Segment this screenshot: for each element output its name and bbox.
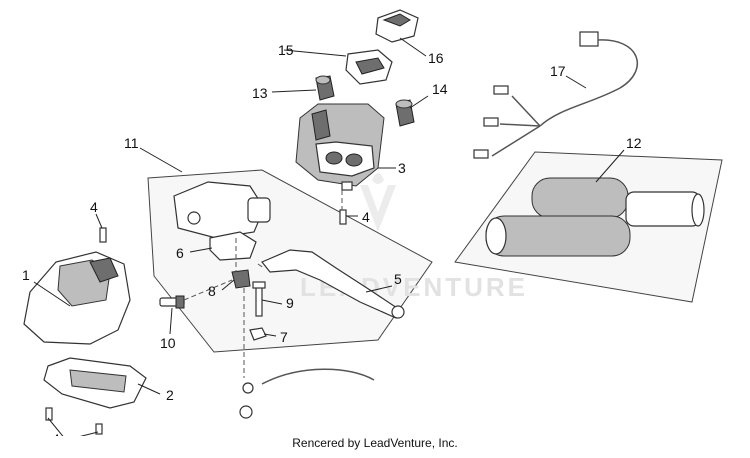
part-14-knob bbox=[395, 99, 415, 127]
leader-10 bbox=[169, 307, 173, 335]
leader-9 bbox=[261, 299, 283, 305]
part-9-bolt bbox=[252, 281, 266, 317]
dash-line bbox=[183, 279, 233, 301]
part-13-knob bbox=[315, 75, 335, 101]
brake-cable bbox=[239, 368, 375, 419]
part-2-lower-cover bbox=[43, 357, 147, 409]
leader-17 bbox=[565, 75, 587, 89]
leader-7 bbox=[263, 333, 277, 337]
part-12-grips bbox=[485, 177, 705, 257]
callout-15: 15 bbox=[278, 42, 294, 58]
callout-8: 8 bbox=[208, 283, 216, 299]
callout-7: 7 bbox=[280, 329, 288, 345]
part-11-master-cylinder bbox=[173, 181, 271, 239]
part-4-screws bbox=[45, 209, 347, 435]
callout-14: 14 bbox=[432, 81, 448, 97]
callout-4: 4 bbox=[362, 209, 370, 225]
part-10-screw bbox=[159, 295, 185, 309]
callout-13: 13 bbox=[252, 85, 268, 101]
part-16-switch bbox=[375, 9, 419, 43]
callout-11: 11 bbox=[124, 135, 139, 151]
leader-6 bbox=[189, 247, 213, 253]
part-17-wire-harness bbox=[473, 31, 638, 159]
exploded-view: LEADVENTURE bbox=[22, 9, 723, 447]
footer-credit: Rencered by LeadVenture, Inc. bbox=[292, 436, 458, 450]
callout-2: 2 bbox=[166, 387, 174, 403]
leader-14 bbox=[409, 95, 429, 109]
callout-10: 10 bbox=[160, 335, 176, 351]
leader-11 bbox=[139, 147, 183, 173]
dash-line bbox=[257, 263, 265, 269]
callout-16: 16 bbox=[428, 50, 444, 66]
leader-2 bbox=[137, 383, 161, 395]
callout-3: 3 bbox=[398, 160, 406, 176]
callout-9: 9 bbox=[286, 295, 294, 311]
callout-1: 1 bbox=[22, 267, 30, 283]
part-15-holder bbox=[345, 49, 393, 85]
leader-16 bbox=[399, 37, 427, 57]
leader-5 bbox=[365, 285, 393, 293]
part-3-switch-housing bbox=[295, 103, 385, 191]
leader-12 bbox=[595, 149, 625, 183]
part-7-nut bbox=[249, 327, 267, 341]
leader-15 bbox=[283, 49, 347, 57]
callout-5: 5 bbox=[394, 271, 402, 287]
part-6-clamp bbox=[209, 231, 257, 261]
part-1-cover bbox=[23, 251, 131, 345]
callout-6: 6 bbox=[176, 245, 184, 261]
leader-8 bbox=[221, 279, 235, 291]
part-5-lever bbox=[261, 249, 405, 319]
leader-1 bbox=[33, 281, 71, 307]
part-8-clamp bbox=[231, 269, 251, 289]
leader-13 bbox=[271, 89, 317, 93]
callout-12: 12 bbox=[626, 135, 642, 151]
callout-4-top: 4 bbox=[90, 199, 98, 215]
leader-4a bbox=[95, 213, 103, 229]
callout-17: 17 bbox=[550, 63, 566, 79]
watermark-logo bbox=[360, 173, 396, 232]
